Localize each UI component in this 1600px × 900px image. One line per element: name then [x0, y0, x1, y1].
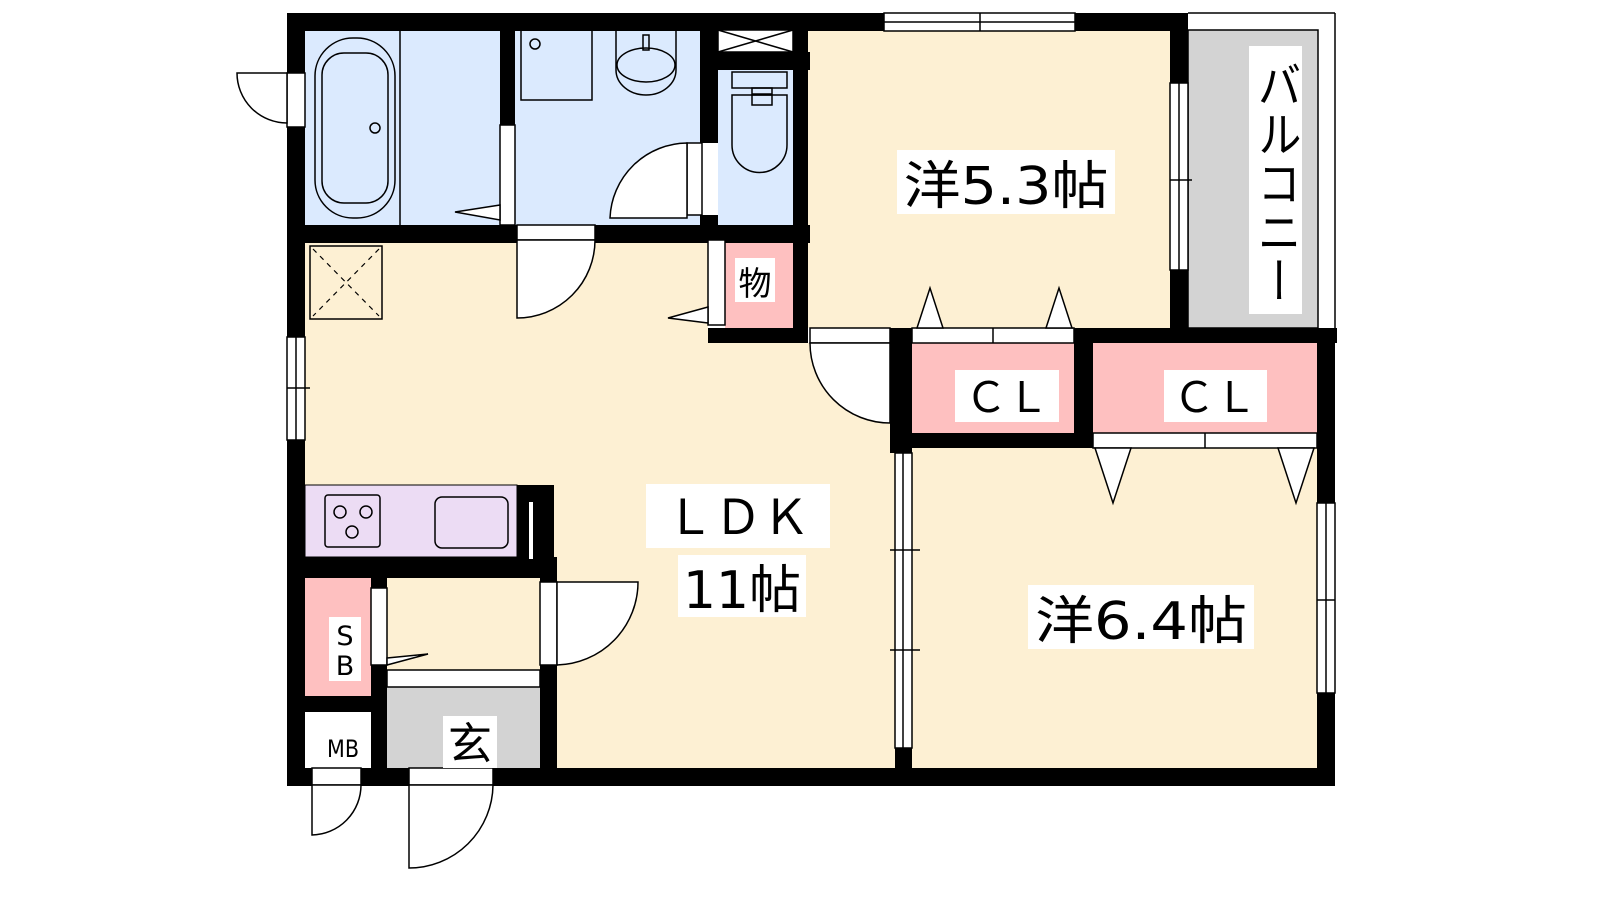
shoe-box-label-s: S — [336, 621, 353, 652]
meter-box — [305, 712, 371, 768]
doors — [236, 72, 1318, 869]
meter-box-label: MB — [327, 735, 359, 763]
balcony-label: バルコニー — [1250, 60, 1301, 305]
fixtures — [309, 29, 788, 549]
ldk-size-label: 11帖 — [683, 561, 801, 621]
bathtub-icon — [314, 37, 396, 219]
closet-2-label: ＣＬ — [1173, 373, 1257, 422]
western-room-2-label: 洋6.4帖 — [1035, 592, 1247, 652]
refrigerator-icon — [309, 245, 383, 320]
kitchen-counter — [304, 484, 518, 558]
toilet-icon — [731, 71, 788, 174]
storage-label: 物 — [739, 264, 772, 303]
kitchen-sink-icon — [434, 496, 509, 549]
bathroom — [305, 30, 500, 225]
walls — [287, 13, 1337, 786]
ldk-name-label: ＬＤＫ — [666, 490, 810, 546]
hallway — [387, 578, 540, 670]
shoe-box-label-b: B — [336, 651, 355, 682]
sink-icon — [615, 30, 677, 96]
washing-machine-icon — [520, 29, 593, 101]
entrance-label: 玄 — [448, 719, 492, 770]
western-room-1-label: 洋5.3帖 — [904, 157, 1109, 217]
toilet — [718, 70, 793, 225]
closet-1-label: ＣＬ — [965, 373, 1049, 422]
windows — [286, 12, 1336, 749]
stove-icon — [324, 494, 381, 548]
